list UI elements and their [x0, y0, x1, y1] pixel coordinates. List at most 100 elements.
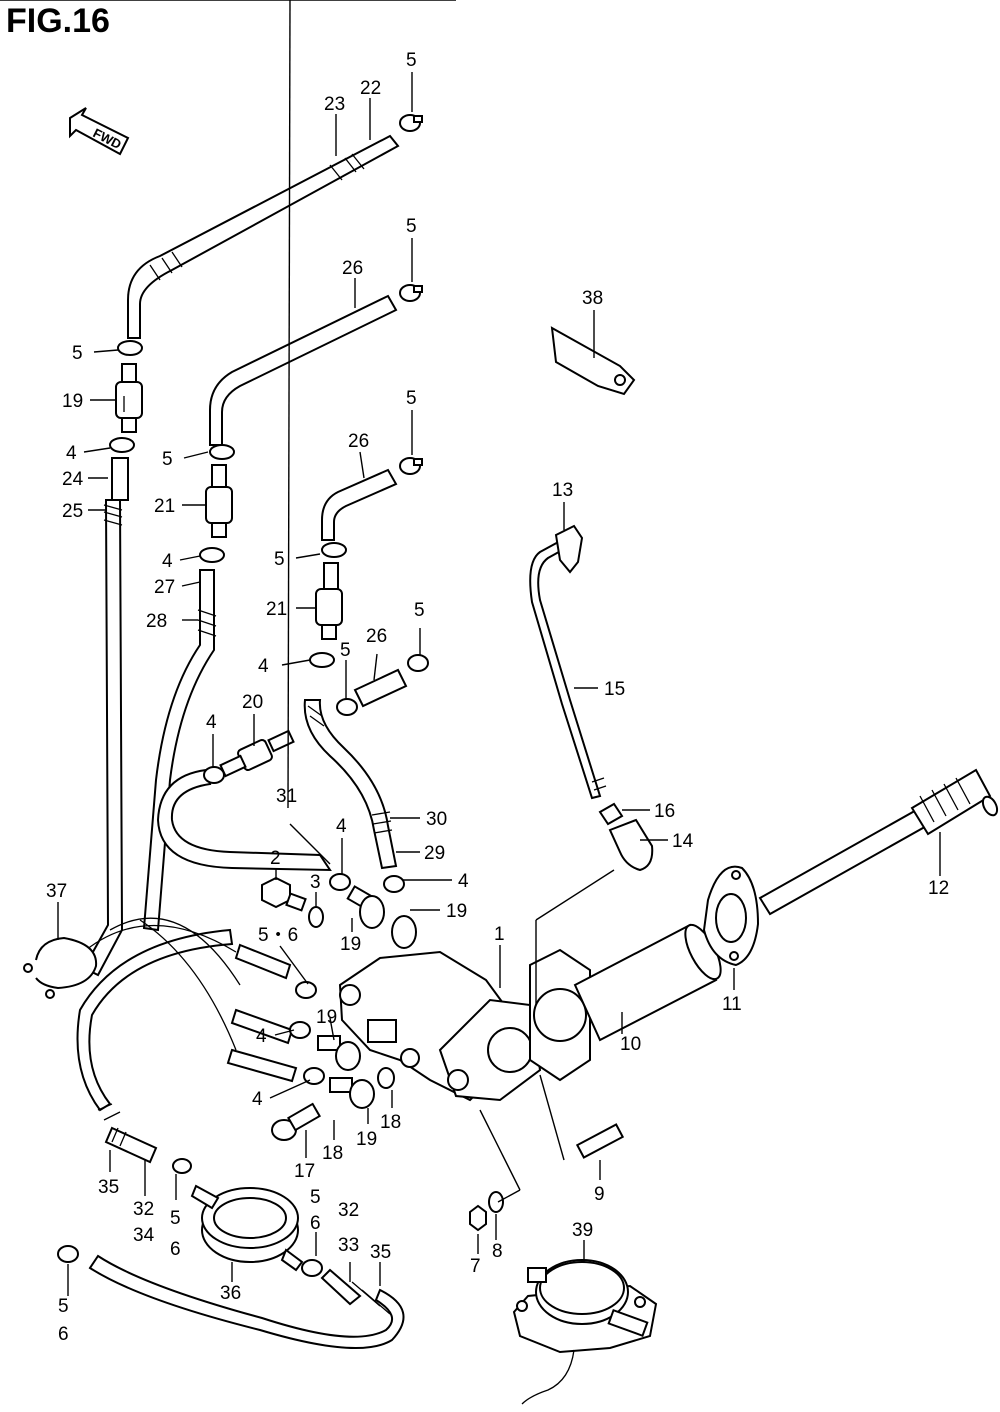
bracket-38 [550, 326, 636, 396]
clamp-5-top [399, 114, 423, 132]
callout-31: 31 [276, 786, 297, 807]
callout-19: 19 [356, 1129, 377, 1150]
callout-15: 15 [604, 679, 625, 700]
callout-37: 37 [46, 881, 67, 902]
clamp-5-fourth [336, 654, 429, 716]
callout-16: 16 [654, 801, 675, 822]
callout-20: 20 [242, 692, 263, 713]
callout-1: 1 [494, 924, 505, 945]
callout-25: 25 [62, 501, 83, 522]
callout-18: 18 [322, 1143, 343, 1164]
callout-11: 11 [722, 994, 742, 1015]
bolt-17 [271, 1102, 321, 1141]
callout-21: 21 [154, 496, 175, 517]
hose-26-middle [321, 468, 398, 541]
fuel-pump-body-1 [338, 950, 542, 1102]
callout-5: 5 [406, 388, 417, 409]
check-valve-21-upper [199, 444, 235, 563]
callout-19: 19 [446, 901, 467, 922]
tube-10 [573, 923, 722, 1042]
callout-2: 2 [270, 848, 281, 869]
hose-26-short [353, 668, 408, 708]
hose-32-33-35 [301, 1259, 391, 1315]
callout-39: 39 [572, 1220, 593, 1241]
hose-22-23 [127, 134, 400, 339]
callout-19: 19 [62, 391, 83, 412]
callout-34: 34 [133, 1225, 155, 1246]
callout-4: 4 [336, 816, 347, 837]
callout-5: 5 [310, 1187, 321, 1208]
callout-5: 5 [162, 449, 173, 470]
callout-5: 5 [58, 1296, 69, 1317]
callout-32: 32 [133, 1199, 154, 1220]
callout-23: 23 [324, 94, 345, 115]
callout-36: 36 [220, 1283, 241, 1304]
callout-12: 12 [928, 878, 949, 899]
callout-33: 33 [338, 1235, 359, 1256]
callout-26: 26 [342, 258, 363, 279]
callout-6: 6 [170, 1239, 181, 1260]
rod-15 [529, 538, 607, 800]
bolt-2 [261, 876, 307, 912]
stud-9 [575, 1123, 625, 1159]
callout-9: 9 [594, 1184, 605, 1205]
washer-8 [488, 1191, 504, 1213]
callout-27: 27 [154, 577, 175, 598]
hose-29-30 [303, 699, 398, 870]
banjo-fitting-19 [329, 873, 417, 949]
callout-4: 4 [258, 656, 269, 677]
callout-5: 5 [414, 600, 425, 621]
clamp-5-third [399, 457, 423, 475]
callout-4: 4 [256, 1026, 267, 1047]
check-valve-19 [109, 340, 143, 501]
hose-25 [82, 499, 124, 977]
check-valve-20 [203, 729, 295, 784]
hose-26-upper [209, 294, 398, 446]
callout-10: 10 [620, 1034, 641, 1055]
nut-7 [469, 1204, 487, 1232]
forward-direction-arrow-icon: FWD [69, 107, 130, 156]
callout-5: 5 [274, 549, 285, 570]
fuel-filter-36 [190, 1184, 304, 1272]
callout-5: 5 [340, 640, 351, 661]
callout-5: 5 [72, 343, 83, 364]
callout-30: 30 [426, 809, 447, 830]
callout-26: 26 [348, 431, 369, 452]
callout-26: 26 [366, 626, 387, 647]
clamp-14 [608, 818, 654, 872]
callout-29: 29 [424, 843, 445, 864]
gasket-11 [702, 865, 760, 967]
callout-19: 19 [316, 1007, 337, 1028]
callout-5: 5 [170, 1208, 181, 1229]
callout-6: 6 [58, 1324, 69, 1345]
clamp-5-second [399, 284, 423, 302]
joint-16 [598, 802, 624, 826]
callout-4: 4 [162, 551, 173, 572]
callout-5: 5 [406, 50, 417, 71]
callout-19: 19 [340, 934, 361, 955]
callout-35: 35 [370, 1242, 391, 1263]
callout-13: 13 [552, 480, 573, 501]
callout-3: 3 [310, 872, 321, 893]
hose-32-34 [104, 1126, 192, 1174]
callout-4: 4 [66, 443, 77, 464]
figure-title: FIG.16 [6, 2, 110, 40]
washer-3 [308, 906, 324, 928]
callout-17: 17 [294, 1161, 315, 1182]
callout-38: 38 [582, 288, 603, 309]
callout-4: 4 [206, 712, 217, 733]
callout-35: 35 [98, 1177, 119, 1198]
callout-4: 4 [458, 871, 469, 892]
callout-14: 14 [672, 831, 694, 852]
callout-21: 21 [266, 599, 287, 620]
hose-28 [142, 569, 217, 932]
manifold-hose-ends [226, 943, 325, 1085]
check-valve-21-lower [309, 542, 347, 668]
callout-5-6: 5・6 [258, 925, 298, 946]
lines-to-manifold [85, 917, 241, 1051]
bracket-13 [554, 524, 584, 574]
callout-24: 24 [62, 469, 84, 490]
hose-35-loop [76, 928, 405, 1349]
callout-28: 28 [146, 611, 167, 632]
